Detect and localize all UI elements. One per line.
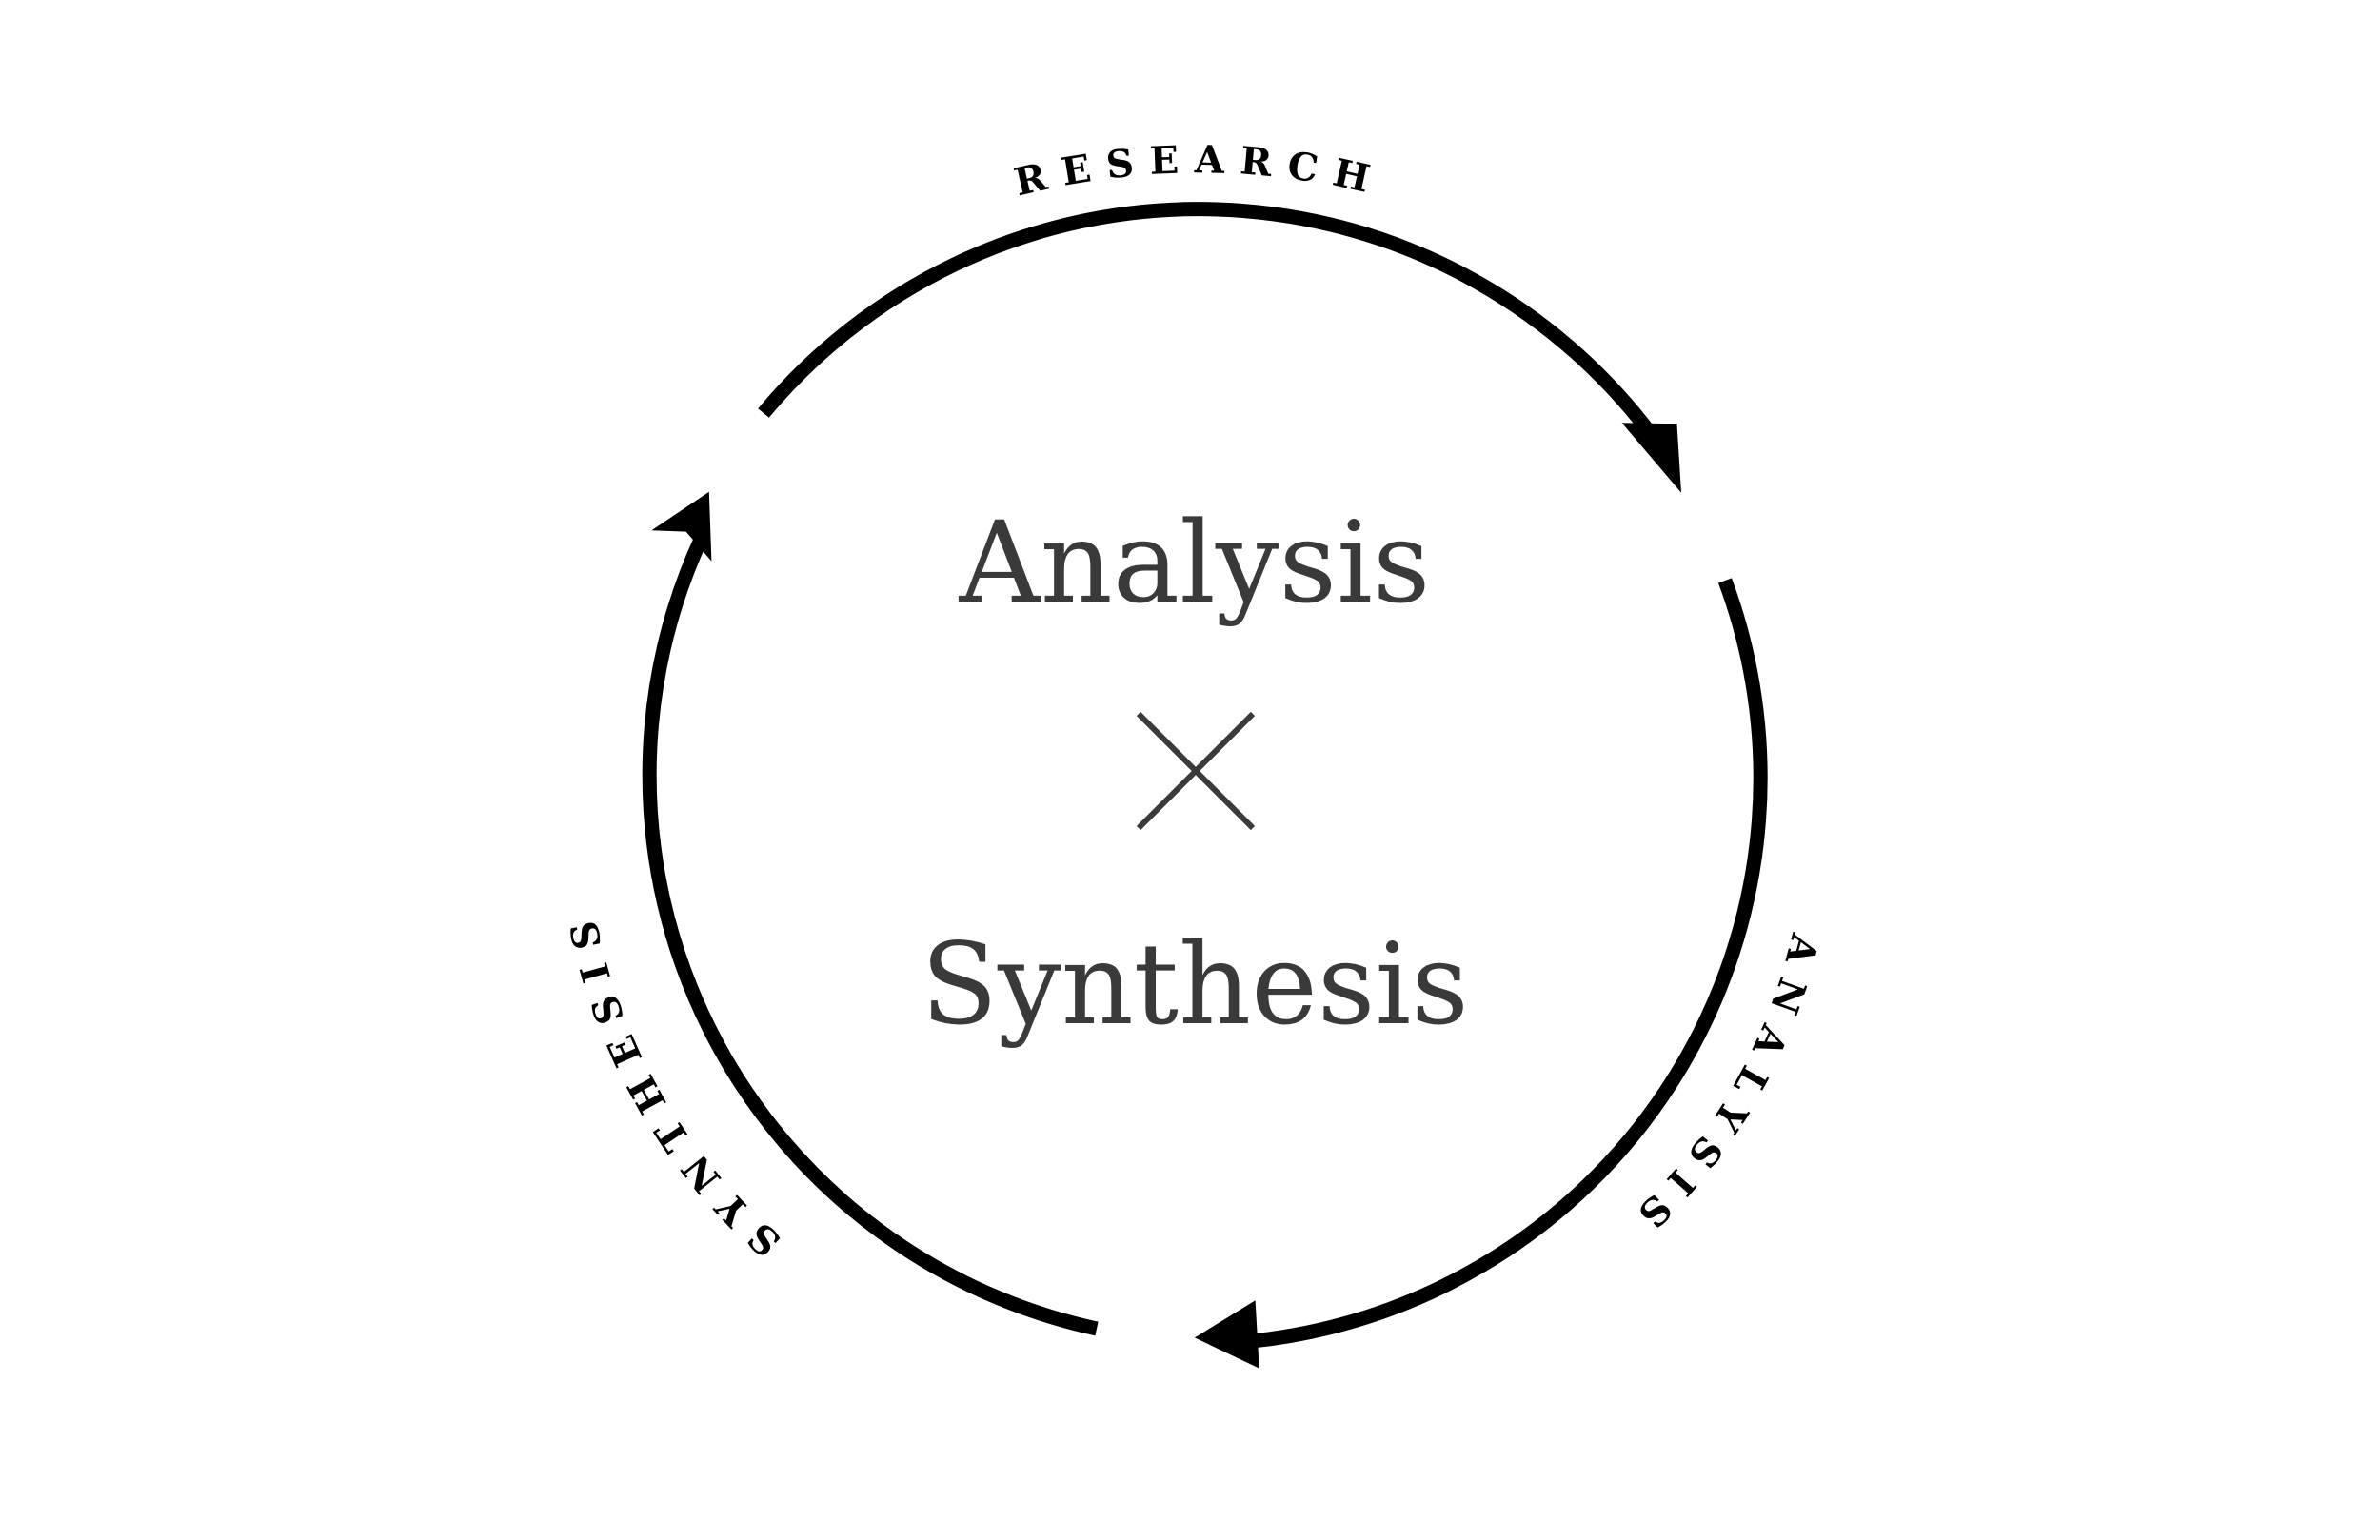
research-arc bbox=[758, 202, 1663, 446]
synthesis-arrowhead bbox=[651, 491, 712, 562]
synthesis-arc bbox=[642, 536, 1099, 1336]
research-arrowhead bbox=[1621, 423, 1681, 493]
center-title-analysis: Analysis bbox=[959, 497, 1431, 628]
analysis-arc bbox=[1251, 578, 1768, 1349]
analysis-arrowhead bbox=[1194, 1300, 1259, 1369]
times-icon bbox=[1136, 711, 1256, 831]
stage-label-research: RESEARCH bbox=[1010, 137, 1389, 205]
center-title-synthesis: Synthesis bbox=[921, 918, 1469, 1050]
